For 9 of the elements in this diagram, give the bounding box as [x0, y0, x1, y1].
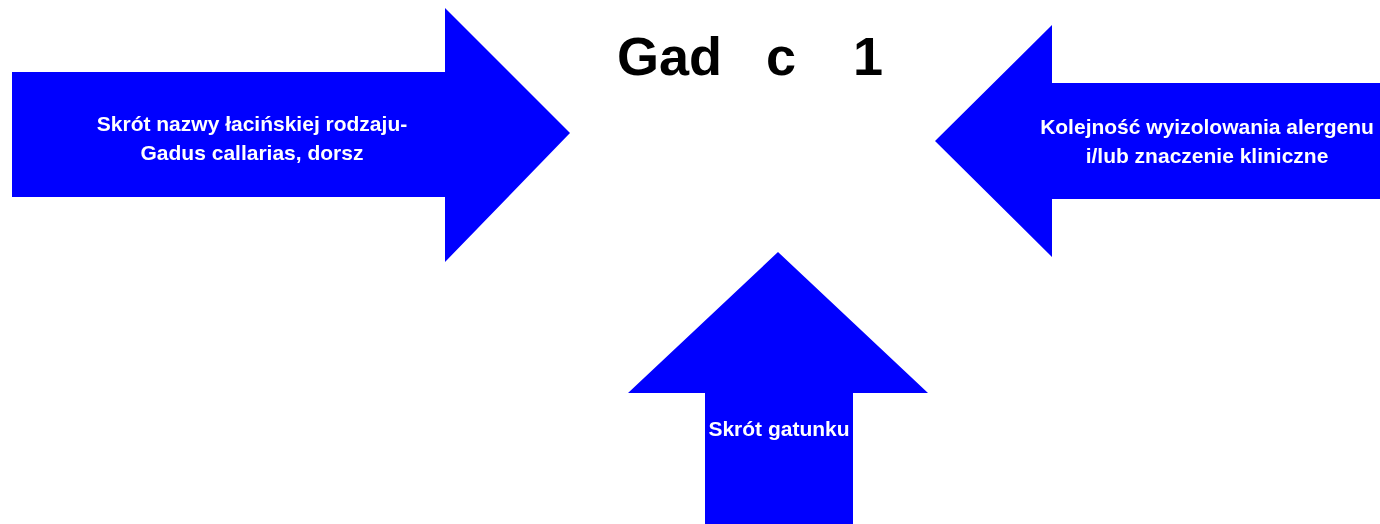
allergen-name-part: c: [766, 26, 797, 86]
arrow-text: Skrót nazwy łacińskiej rodzaju- Gadus callarias, dorsz: [95, 111, 409, 166]
allergen-name-part: 1: [853, 26, 884, 86]
block-arrow: [12, 8, 572, 263]
block-arrow: [934, 25, 1380, 258]
allergen-name-part: Gad: [617, 26, 723, 86]
arrow-text: Skrót gatunku: [708, 415, 850, 442]
arrow-text: Kolejność wyizolowania alergenu i/lub znaczenie kliniczne: [1039, 114, 1375, 169]
block-arrow: [628, 251, 929, 524]
